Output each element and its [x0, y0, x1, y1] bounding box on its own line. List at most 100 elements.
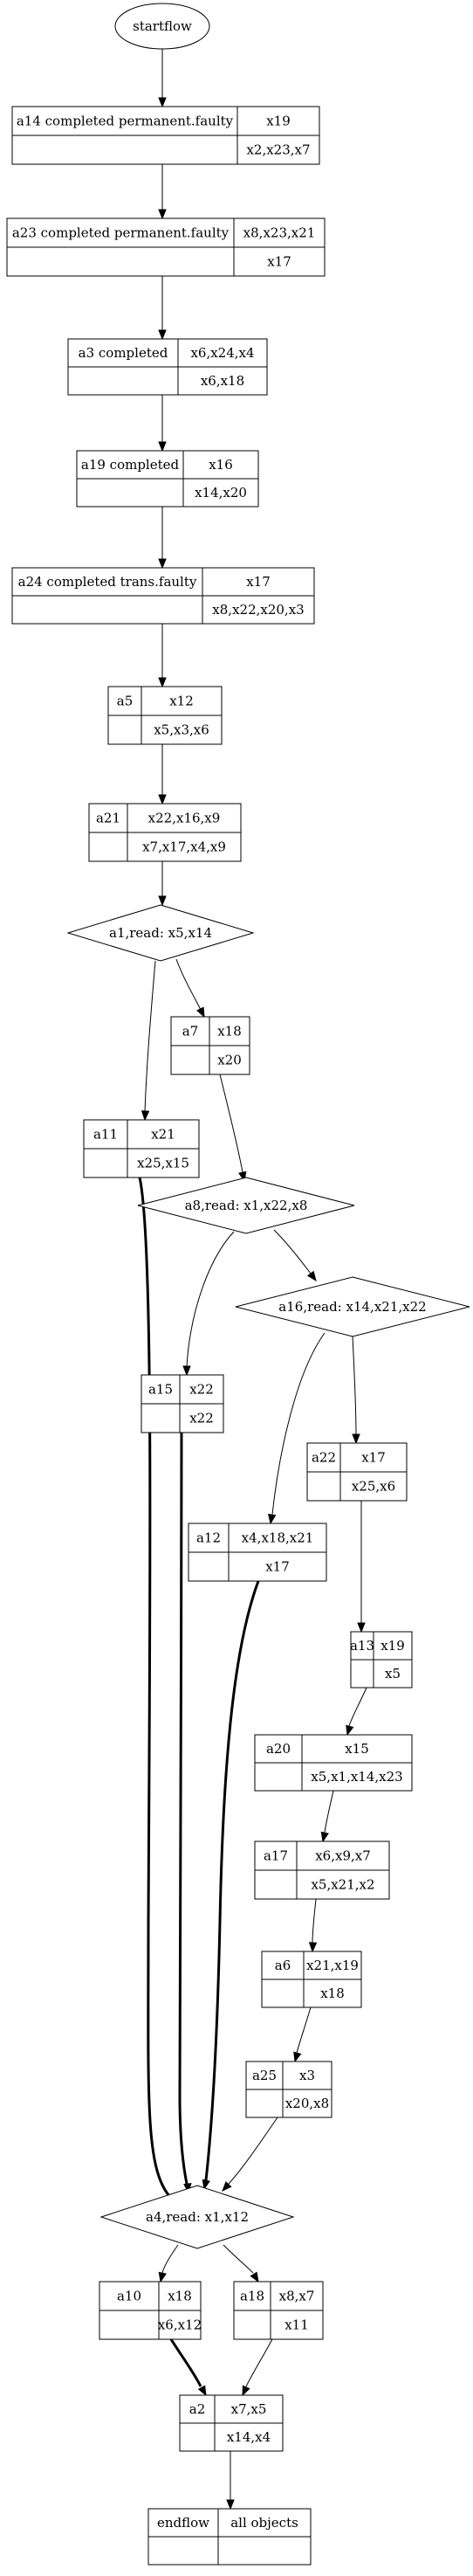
- edge-a10-to-a2: [169, 2338, 207, 2397]
- node-write-set: x22,x16,x9: [148, 811, 221, 826]
- node-write-set: x3: [299, 2068, 315, 2083]
- edge-line: [245, 2338, 273, 2387]
- edge-arrowhead: [226, 2499, 235, 2510]
- node-write-set: x17: [246, 574, 271, 590]
- node-title: a23 completed permanent.faulty: [12, 225, 230, 241]
- node-read-set: x17: [267, 254, 291, 270]
- edge-arrowhead: [158, 677, 167, 688]
- edge-arrowhead: [158, 2271, 167, 2283]
- node-title: a2: [189, 2401, 206, 2417]
- node-read-set: x11: [284, 2317, 309, 2333]
- node-read-set: x5,x1,x14,x23: [311, 1769, 402, 1785]
- edge-a25-to-d_a4: [222, 2117, 278, 2192]
- edge-line: [138, 1177, 171, 2197]
- edge-a21-to-d_a1: [158, 861, 167, 907]
- node-title: a3 completed: [79, 345, 168, 361]
- node-title: a22: [312, 1450, 336, 1466]
- edge-line: [175, 958, 202, 1011]
- edge-a19-to-a24: [158, 507, 167, 570]
- edge-line: [273, 1229, 312, 1274]
- start-label: startflow: [133, 18, 192, 34]
- edge-line: [219, 1074, 243, 1173]
- edge-a20-to-a17: [320, 1790, 334, 1843]
- node-write-set: x4,x18,x21: [242, 1530, 314, 1546]
- decision-a8: a8,read: x1,x22,x8: [137, 1177, 355, 1234]
- edge-a11-to-d_a4: [138, 1177, 175, 2205]
- node-title: a20: [266, 1741, 291, 1757]
- node-title: a5: [117, 694, 134, 709]
- node-write-set: x21: [151, 1127, 175, 1143]
- decision-diamond: [99, 2185, 295, 2249]
- node-write-set: x8,x23,x21: [243, 225, 316, 241]
- node-read-set: x20,x8: [285, 2096, 329, 2111]
- start-ellipse: [114, 3, 210, 50]
- node-title: a15: [148, 1382, 173, 1398]
- node-a19: a19 completed x16 x14,x20: [76, 450, 259, 508]
- node-write-set: x15: [345, 1741, 369, 1757]
- node-a23: a23 completed permanent.faulty x8,x23,x21…: [6, 218, 326, 277]
- node-write-set: x21,x19: [306, 1958, 359, 1973]
- edge-arrowhead: [306, 1270, 317, 1282]
- edge-line: [312, 1898, 317, 1944]
- node-read-set: x14,x4: [227, 2429, 271, 2445]
- decision-a16: a16,read: x14,x21,x22: [235, 1276, 470, 1337]
- edge-a17-to-a6: [308, 1898, 318, 1953]
- node-title: a19 completed: [81, 457, 180, 473]
- edge-arrowhead: [158, 794, 167, 805]
- node-title: a7: [182, 1024, 199, 1039]
- node-read-set: x5,x21,x2: [311, 1877, 374, 1893]
- node-title: a18: [240, 2289, 264, 2304]
- node-read-set: x22: [189, 1411, 214, 1426]
- edge-a6-to-a25: [293, 2006, 312, 2063]
- edge-arrowhead: [158, 209, 167, 220]
- edge-a13-to-a20: [346, 1687, 367, 1737]
- node-title: a10: [117, 2289, 141, 2304]
- node-title: a24 completed trans.faulty: [18, 574, 197, 590]
- edge-a2-to-endflow: [226, 2451, 235, 2510]
- edge-line: [223, 2244, 254, 2274]
- edge-a12-to-d_a4: [202, 1580, 260, 2191]
- start-node: startflow: [114, 3, 210, 50]
- node-read-set: x6,x18: [201, 373, 244, 389]
- edge-arrowhead: [158, 97, 167, 108]
- node-read-set: x14,x20: [195, 485, 247, 501]
- edge-line: [178, 1432, 189, 2185]
- edge-arrowhead: [158, 895, 167, 907]
- decision-diamond: [137, 1177, 355, 1234]
- node-read-set: x20: [217, 1053, 242, 1068]
- decision-label: a16,read: x14,x21,x22: [278, 1299, 426, 1315]
- node-write-set: x16: [209, 457, 233, 473]
- node-title: a12: [196, 1530, 221, 1546]
- edge-line: [169, 2338, 202, 2387]
- edge-arrowhead: [182, 1365, 191, 1377]
- edge-d_a8-to-a15: [182, 1231, 235, 1377]
- edge-line: [296, 2006, 312, 2054]
- edge-arrowhead: [158, 441, 167, 452]
- node-read-set: x5,x3,x6: [154, 722, 209, 738]
- node-read-set: x7,x17,x4,x9: [142, 839, 226, 855]
- edge-a22-to-a13: [357, 1500, 366, 1633]
- edge-d_a1-to-a11: [141, 960, 156, 1122]
- edge-arrowhead: [268, 1513, 277, 1525]
- edge-d_a4-to-a18: [223, 2244, 259, 2283]
- edge-d_a16-to-a22: [352, 1336, 360, 1445]
- node-a20: a20 x15 x5,x1,x14,x23: [254, 1734, 413, 1792]
- decision-label: a4,read: x1,x12: [146, 2209, 249, 2225]
- edge-line: [144, 960, 156, 1112]
- edge-line: [204, 1580, 260, 2181]
- decision-diamond: [66, 904, 255, 962]
- edge-line: [324, 1790, 334, 1834]
